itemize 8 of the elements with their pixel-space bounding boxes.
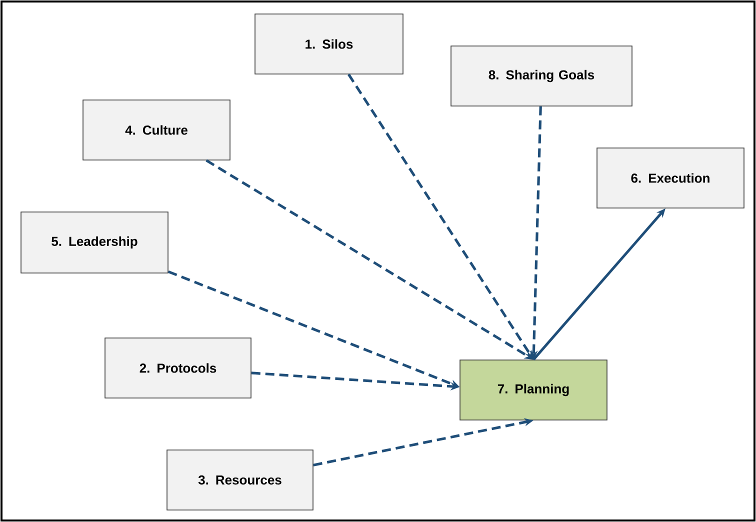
process-box: 2. Protocols	[104, 338, 252, 398]
process-box: 3. Resources	[166, 450, 314, 510]
process-box: 1. Silos	[254, 14, 404, 74]
process-box: 4. Culture	[82, 100, 230, 160]
process-box: 7. Planning	[460, 360, 608, 420]
process-box: 8. Sharing Goals	[450, 46, 632, 106]
process-box: 6. Execution	[596, 148, 744, 208]
process-box: 5. Leadership	[20, 212, 168, 274]
